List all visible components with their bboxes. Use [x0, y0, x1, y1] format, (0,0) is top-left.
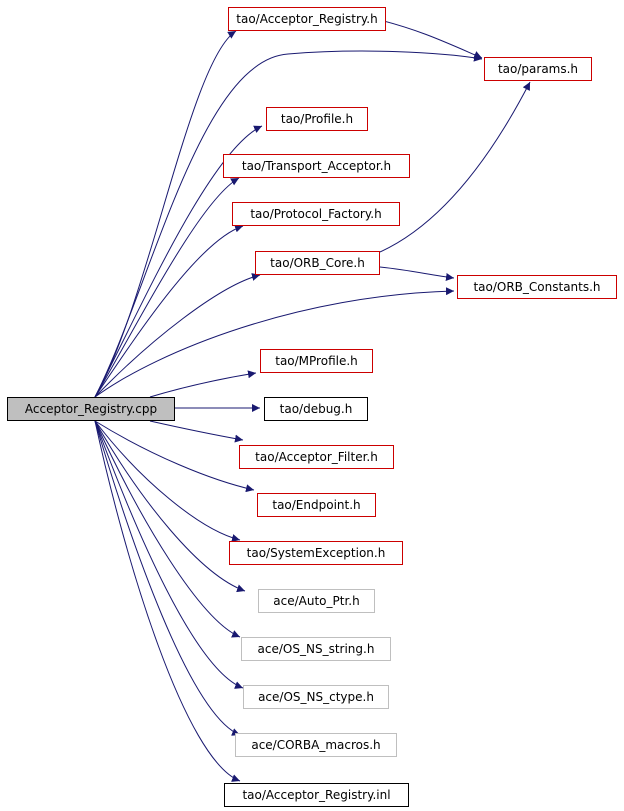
- edge-root-to-endpoint_h: [94, 420, 255, 493]
- edge-root-to-acceptor_registry_h: [94, 30, 237, 398]
- edge-root-to-systemexception_h: [94, 420, 241, 542]
- node-systemexception-h[interactable]: tao/SystemException.h: [229, 541, 403, 565]
- node-protocol-factory-h[interactable]: tao/Protocol_Factory.h: [232, 202, 400, 226]
- edge-root-to-os_ns_string_h: [94, 420, 241, 638]
- node-acceptor-registry-inl[interactable]: tao/Acceptor_Registry.inl: [224, 783, 409, 807]
- edge-root-to-profile_h: [94, 125, 263, 398]
- node-orb-core-h[interactable]: tao/ORB_Core.h: [255, 251, 380, 275]
- node-root-acceptor-registry-cpp[interactable]: Acceptor_Registry.cpp: [7, 397, 175, 421]
- node-endpoint-h[interactable]: tao/Endpoint.h: [257, 493, 376, 517]
- edge-orb_core_h-to-params_h: [379, 81, 531, 253]
- edge-acceptor_registry_h-to-params_h: [375, 18, 483, 59]
- edge-orb_core_h-to-orb_constants_h: [379, 266, 455, 281]
- node-os-ns-ctype-h[interactable]: ace/OS_NS_ctype.h: [243, 685, 389, 709]
- node-acceptor-filter-h[interactable]: tao/Acceptor_Filter.h: [239, 445, 394, 469]
- node-transport-acceptor-h[interactable]: tao/Transport_Acceptor.h: [223, 154, 410, 178]
- node-auto-ptr-h[interactable]: ace/Auto_Ptr.h: [258, 589, 375, 613]
- edge-root-to-orb_constants_h: [94, 287, 455, 398]
- edge-root-to-acceptor_filter_h: [149, 420, 244, 443]
- edge-root-to-orb_core_h: [94, 273, 261, 398]
- node-corba-macros-h[interactable]: ace/CORBA_macros.h: [235, 733, 397, 757]
- node-orb-constants-h[interactable]: tao/ORB_Constants.h: [457, 275, 617, 299]
- node-acceptor-registry-h[interactable]: tao/Acceptor_Registry.h: [228, 7, 386, 31]
- node-os-ns-string-h[interactable]: ace/OS_NS_string.h: [241, 637, 391, 661]
- node-mprofile-h[interactable]: tao/MProfile.h: [260, 349, 373, 373]
- edge-root-to-corba_macros_h: [94, 420, 241, 736]
- edge-root-to-transport_acceptor_h: [94, 177, 240, 398]
- edge-root-to-acceptor_registry_inl: [94, 420, 241, 782]
- edge-root-to-mprofile_h: [149, 370, 257, 398]
- node-params-h[interactable]: tao/params.h: [484, 57, 592, 81]
- node-debug-h[interactable]: tao/debug.h: [264, 397, 368, 421]
- edge-root-to-protocol_factory_h: [94, 224, 244, 398]
- edge-root-to-auto_ptr_h: [94, 420, 246, 593]
- edge-root-to-params_h: [94, 50, 483, 398]
- node-profile-h[interactable]: tao/Profile.h: [266, 107, 368, 131]
- edge-root-to-os_ns_ctype_h: [94, 420, 244, 689]
